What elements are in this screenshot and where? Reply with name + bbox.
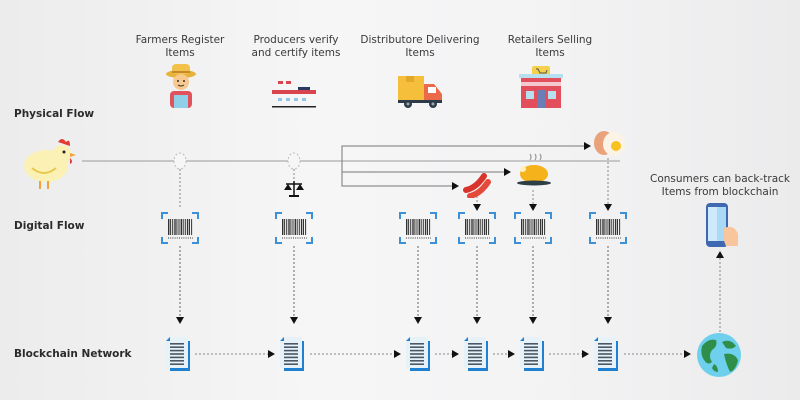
smartphone-icon (706, 203, 738, 247)
ledger-document-icon (280, 337, 304, 371)
scales-icon (284, 181, 304, 197)
delivery-truck-icon (398, 76, 442, 108)
checkpoint-farmer (173, 152, 187, 170)
ledger-document-icon (406, 337, 430, 371)
ledger-document-icon (520, 337, 544, 371)
production-line-icon (272, 81, 316, 108)
retail-store-icon (519, 66, 563, 108)
branch-to-sausage (341, 161, 459, 190)
farmer-icon (166, 64, 196, 108)
barcode-scan-icon (275, 212, 313, 244)
checkpoint-producer (287, 152, 301, 170)
egg-icon (594, 131, 625, 156)
ledger-document-icon (464, 337, 488, 371)
barcode-scan-icon (514, 212, 552, 244)
row-label-blockchain-network: Blockchain Network (14, 348, 132, 360)
row-label-digital-flow: Digital Flow (14, 220, 85, 232)
chicken-icon (24, 139, 76, 189)
barcode-scan-icon (589, 212, 627, 244)
globe-icon (697, 333, 741, 377)
barcode-scan-icon (161, 212, 199, 244)
barcode-scan-icon (399, 212, 437, 244)
barcode-scan-icon (458, 212, 496, 244)
sausage-icon (463, 173, 491, 198)
ledger-document-icon (166, 337, 190, 371)
row-label-physical-flow: Physical Flow (14, 108, 95, 120)
branch-to-egg (341, 142, 591, 161)
roast-chicken-icon (517, 153, 551, 186)
ledger-document-icon (594, 337, 618, 371)
